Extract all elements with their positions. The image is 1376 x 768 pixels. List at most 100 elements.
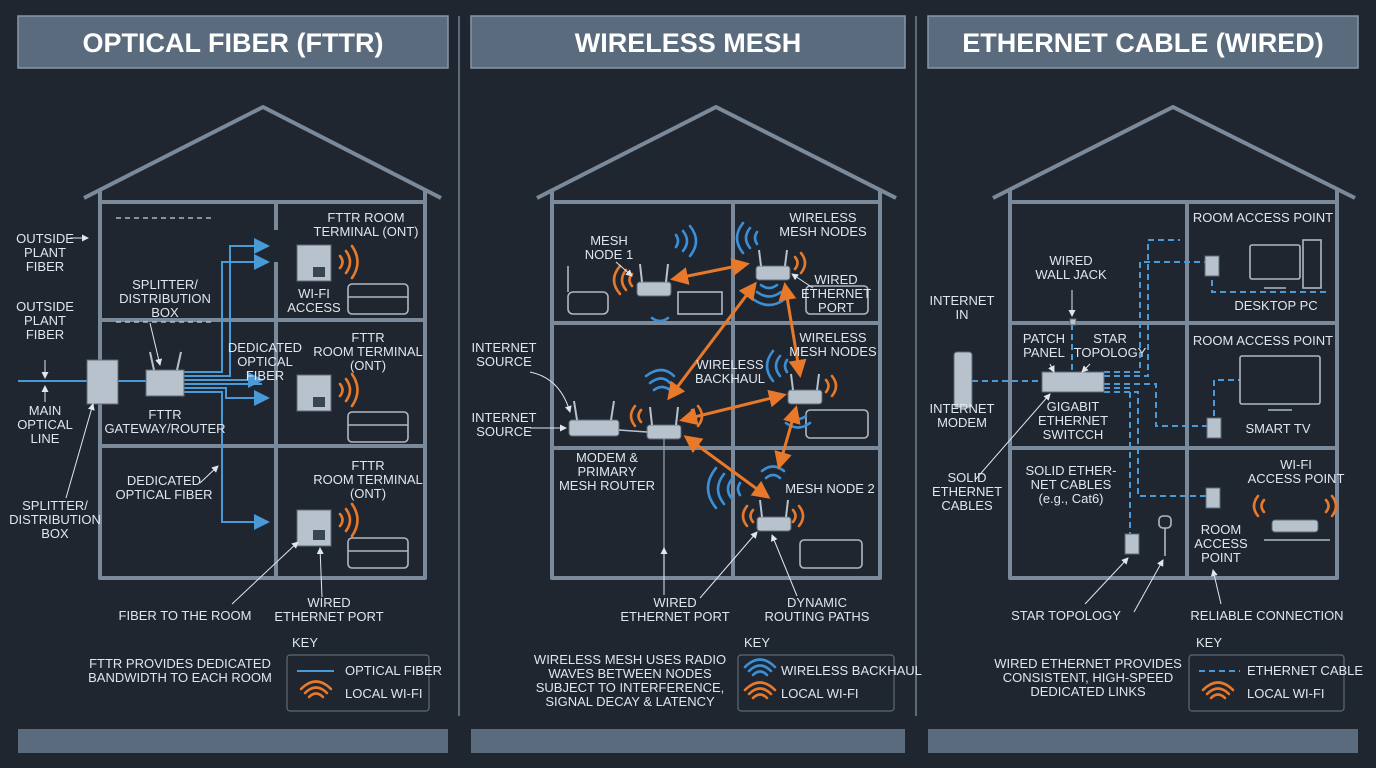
mesh-node-router (787, 373, 823, 405)
mesh-key: KEY WIRELESS BACKHAUL LOCAL WI-FI (737, 635, 922, 712)
wifi-icon (743, 681, 777, 700)
wifi-access-point-icon (1252, 494, 1338, 541)
mesh-node-1-router (636, 263, 672, 297)
couch-icon (799, 539, 863, 569)
fiber-pointers (41, 234, 324, 605)
gigabit-switch (1041, 371, 1105, 393)
internet-modem-icon (953, 351, 973, 409)
fiber-key-title: KEY (292, 635, 318, 650)
couch-icon (805, 409, 869, 439)
fiber-title: OPTICAL FIBER (FTTR) (83, 28, 384, 58)
couch-icon (347, 411, 409, 443)
couch-icon (347, 283, 409, 315)
fttr-gateway-router (145, 369, 185, 397)
fiber-to-room-label: FIBER TO THE ROOM (119, 608, 252, 623)
wall-jack-icon (1124, 533, 1140, 555)
star-topology-label: STAR TOPOLOGY (1011, 608, 1121, 623)
room-access-point-label: ROOM ACCESS POINT (1193, 210, 1333, 225)
reliable-connection-label: RELIABLE CONNECTION (1190, 608, 1343, 623)
ont-device-icon (296, 244, 359, 282)
ethernet-pointers (974, 290, 1222, 613)
primary-mesh-router (646, 406, 682, 440)
wifi-icon (1201, 681, 1235, 700)
ethernet-footer-bar (928, 729, 1358, 753)
couch-icon (347, 537, 409, 569)
splitter-box (86, 359, 119, 405)
mesh-devices (568, 249, 823, 578)
mesh-key-item: WIRELESS BACKHAUL (781, 663, 922, 678)
bed-icon (677, 291, 723, 315)
mesh-node-2-router (756, 499, 792, 532)
modem-device (568, 419, 620, 437)
ethernet-key-box (1188, 654, 1345, 712)
ethernet-key: KEY ETHERNET CABLE LOCAL WI-FI (1188, 635, 1363, 712)
ethernet-devices (953, 239, 1338, 556)
mesh-title: WIRELESS MESH (575, 28, 802, 58)
ont-device-icon (296, 502, 359, 547)
fiber-header-bar (17, 15, 449, 69)
backhaul-wave-icon (743, 658, 777, 677)
fiber-devices (86, 244, 409, 569)
fiber-key-item: LOCAL WI-FI (345, 686, 423, 701)
mesh-header-bar (470, 15, 906, 69)
mesh-key-item: LOCAL WI-FI (781, 686, 859, 701)
smart-tv-icon (1239, 355, 1321, 411)
bathtub-icon (567, 266, 609, 315)
desktop-pc-icon (1249, 239, 1322, 289)
wall-jack-icon (1204, 255, 1220, 277)
wifi-icon (299, 680, 333, 699)
mesh-pointers (529, 261, 814, 599)
ethernet-title: ETHERNET CABLE (WIRED) (962, 28, 1323, 58)
room-access-point-label: ROOM ACCESS POINT (1193, 333, 1333, 348)
ethernet-key-title: KEY (1196, 635, 1222, 650)
fiber-key-box (286, 654, 430, 712)
ethernet-cables (972, 239, 1330, 538)
wall-jack-icon (1069, 318, 1077, 326)
ethernet-header-bar (927, 15, 1359, 69)
lamp-icon (1158, 515, 1172, 556)
fiber-cables (18, 238, 270, 530)
solid-cables-cat6-label: SOLID ETHER-NET CABLES(e.g., Cat6) (1025, 463, 1116, 506)
mesh-node-2-label: MESH NODE 2 (785, 481, 875, 496)
mesh-key-box (737, 654, 895, 712)
fiber-key-item: OPTICAL FIBER (345, 663, 442, 678)
fiber-key: KEY OPTICAL FIBER LOCAL WI-FI (286, 635, 442, 712)
mesh-footer-bar (471, 729, 905, 753)
wall-jack-icon (1206, 417, 1222, 439)
